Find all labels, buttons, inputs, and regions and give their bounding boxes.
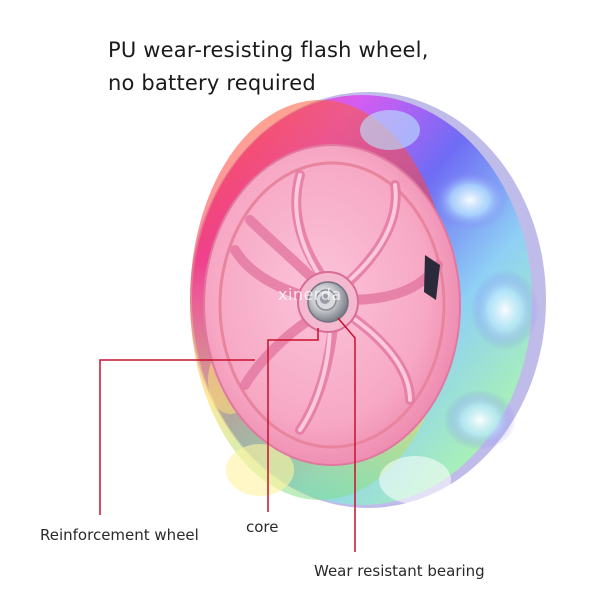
label-reinforcement-wheel: Reinforcement wheel (40, 526, 199, 544)
hub-shadow-gap (424, 255, 440, 300)
led-glow (444, 390, 516, 450)
led-glow (360, 110, 420, 150)
callout-line-reinforcement (99, 359, 255, 515)
led-glow (226, 444, 294, 496)
callout-line-core (267, 328, 319, 512)
headline-line-1: PU wear-resisting flash wheel, (108, 38, 429, 62)
label-core: core (246, 518, 279, 536)
headline: PU wear-resisting flash wheel, no batter… (108, 34, 429, 100)
headline-line-2: no battery required (108, 71, 316, 95)
hub-inner-rim (218, 161, 446, 449)
callout-line-bearing (337, 317, 356, 552)
core-label-background (232, 512, 328, 534)
led-glow (471, 270, 539, 350)
led-glow (432, 170, 508, 230)
watermark: xinerda (278, 285, 342, 304)
label-bearing: Wear resistant bearing (314, 562, 485, 580)
led-glow (379, 456, 451, 504)
axle-bolt (320, 294, 330, 304)
